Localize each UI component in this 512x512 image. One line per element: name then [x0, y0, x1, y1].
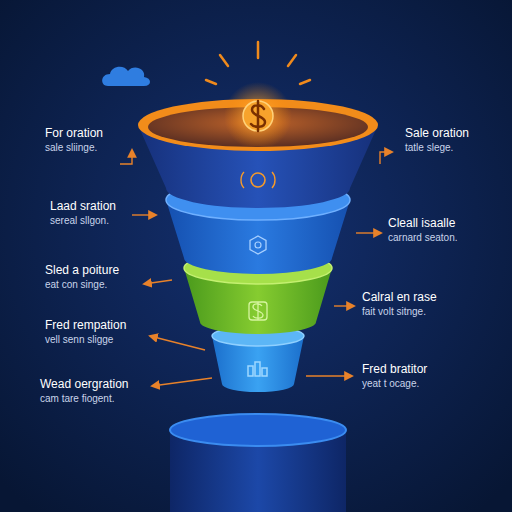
dollar-coin — [206, 42, 310, 150]
label-note: yeat t ocage. — [362, 378, 419, 390]
label-heading: Cleall isaalle — [388, 217, 455, 231]
leader-arrow — [306, 375, 352, 376]
leader-arrow — [152, 378, 212, 386]
label-note: sereal sllgon. — [50, 215, 109, 227]
label-note: tatle slege. — [405, 142, 453, 154]
label-note: eat con singe. — [45, 279, 107, 291]
funnel-tier — [212, 326, 304, 392]
leader-arrow — [132, 214, 156, 215]
leader-arrow — [356, 232, 381, 233]
label-note: fait volt sitnge. — [362, 306, 426, 318]
label-note: vell senn sligge — [45, 334, 113, 346]
label-note: cam tare fiogent. — [40, 393, 114, 405]
leader-arrows — [120, 150, 392, 386]
leader-arrow — [334, 305, 354, 306]
pedestal — [170, 414, 346, 512]
label-heading: Laad sration — [50, 200, 116, 214]
leader-arrow — [380, 152, 392, 164]
leader-arrow — [120, 150, 132, 164]
label-heading: Sale oration — [405, 127, 469, 141]
funnel-tier — [138, 99, 378, 208]
label-note: sale sliinge. — [45, 142, 97, 154]
label-heading: Wead oergration — [40, 378, 129, 392]
label-heading: Fred bratitor — [362, 363, 427, 377]
cloud-icon — [102, 67, 150, 86]
label-heading: Sled a poiture — [45, 264, 119, 278]
leader-arrow — [150, 336, 205, 350]
label-heading: Calral en rase — [362, 291, 437, 305]
label-heading: Fred rempation — [45, 319, 126, 333]
leader-arrow — [144, 280, 172, 284]
label-note: carnard seaton. — [388, 232, 458, 244]
label-heading: For oration — [45, 127, 103, 141]
